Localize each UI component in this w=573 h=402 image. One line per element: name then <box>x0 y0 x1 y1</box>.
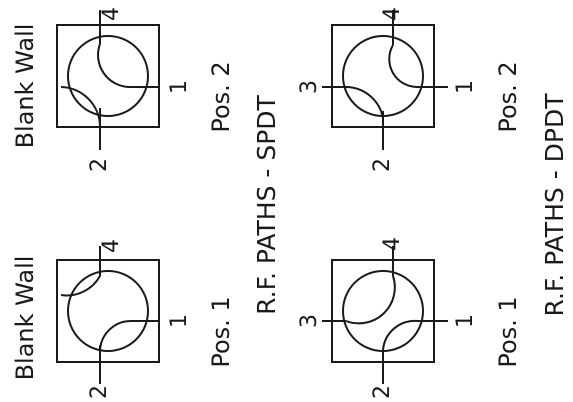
rf-path-arc <box>382 319 419 351</box>
port-label-1: 1 <box>453 80 478 94</box>
port-label-1: 1 <box>167 80 192 94</box>
rf-path-arc <box>60 275 101 297</box>
blank-wall-label: Blank Wall <box>11 256 39 381</box>
rf-path-arc <box>99 320 132 353</box>
port-label-4: 4 <box>380 237 405 251</box>
dpdt-pos1-switch: 4 1 2 3 Pos. 1 <box>297 237 522 399</box>
switch-housing <box>56 259 160 363</box>
position-label: Pos. 2 <box>494 61 522 132</box>
rotor-circle <box>67 35 149 117</box>
port-label-2: 2 <box>370 385 395 399</box>
rf-path-arc <box>345 275 396 325</box>
position-label: Pos. 1 <box>494 296 522 367</box>
rf-path-arc <box>345 86 384 119</box>
rotor-circle <box>342 35 424 117</box>
port-label-3: 3 <box>297 314 322 328</box>
port-label-4: 4 <box>99 7 124 21</box>
position-label: Pos. 1 <box>207 296 235 367</box>
spdt-pos1-switch: 4 1 2 Blank Wall Pos. 1 <box>11 239 235 399</box>
rf-path-arc <box>60 86 101 128</box>
rf-path-arc <box>388 44 419 89</box>
rotor-circle <box>67 270 149 352</box>
spdt-caption: R.F. PATHS - SPDT <box>252 94 281 314</box>
port-label-2: 2 <box>370 158 395 172</box>
dpdt-pos2-switch: 4 1 2 3 Pos. 2 <box>297 7 522 172</box>
port-label-1: 1 <box>167 314 192 328</box>
port-label-4: 4 <box>99 239 124 253</box>
port-label-4: 4 <box>380 7 405 21</box>
blank-wall-label: Blank Wall <box>11 24 39 149</box>
spdt-pos2-switch: 4 1 2 Blank Wall Pos. 2 <box>11 7 235 172</box>
port-label-2: 2 <box>87 158 112 172</box>
position-label: Pos. 2 <box>207 61 235 132</box>
dpdt-caption: R.F. PATHS - DPDT <box>540 93 569 317</box>
port-label-3: 3 <box>297 80 322 94</box>
port-label-2: 2 <box>87 385 112 399</box>
rf-path-arc <box>97 43 132 89</box>
rotor-circle <box>342 270 424 352</box>
port-label-1: 1 <box>453 314 478 328</box>
switch-housing <box>56 24 160 128</box>
